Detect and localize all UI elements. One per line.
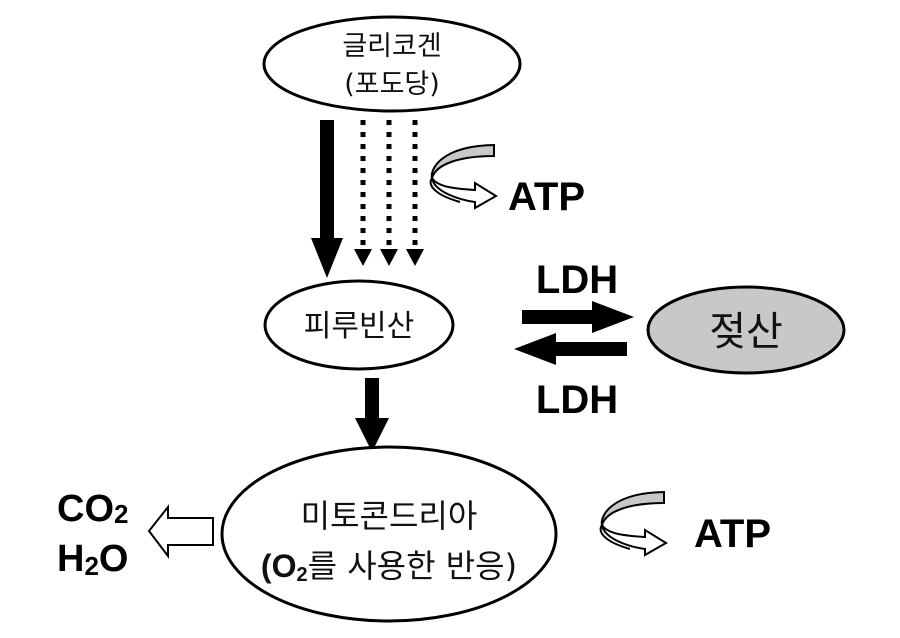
mitochondria-node: 미토콘드리아 (O2를 사용한 반응) [220, 445, 558, 623]
solid-arrow-glycogen-to-pyruvate [311, 120, 343, 278]
h2o-label: H2O [57, 538, 128, 581]
glycogen-node: 글리코겐 (포도당) [262, 15, 522, 113]
glucose-label: (포도당) [344, 69, 440, 100]
ldh-label-top: LDH [536, 258, 618, 302]
mitochondria-ellipse [220, 445, 558, 623]
h2o-h: H [57, 538, 84, 580]
hollow-arrow-to-products [147, 504, 214, 559]
mitochondria-label: 미토콘드리아 [301, 497, 478, 535]
pyruvate-ellipse [263, 279, 455, 371]
dotted-arrow-3 [406, 120, 424, 266]
curl-arrow-atp-bottom [599, 490, 668, 557]
co2-label: CO2 [57, 488, 128, 530]
arrow-pyruvate-to-lactate [522, 301, 634, 333]
glycogen-label: 글리코겐 [342, 31, 441, 62]
arrow-lactate-to-pyruvate [514, 333, 627, 365]
h2o-o: O [99, 538, 129, 580]
arrow-pyruvate-to-mitochondria [355, 378, 389, 452]
ldh-label-bottom: LDH [536, 378, 618, 422]
pyruvate-node: 피루빈산 [263, 279, 455, 371]
dotted-arrow-1 [354, 120, 372, 266]
pyruvate-label: 피루빈산 [304, 309, 414, 344]
aerobic-prefix: (O [261, 548, 297, 584]
atp-label-top: ATP [508, 175, 585, 219]
atp-label-bottom: ATP [694, 512, 771, 556]
lactate-label: 젖산 [709, 309, 783, 355]
h2o-subscript: 2 [84, 551, 98, 581]
dotted-arrows-glycolysis [354, 120, 424, 266]
aerobic-o2-subscript: 2 [296, 564, 307, 586]
aerobic-reaction-label: (O2를 사용한 반응) [261, 547, 517, 586]
lactate-node: 젖산 [646, 285, 846, 375]
co2-subscript: 2 [114, 499, 128, 529]
co2-main: CO [57, 488, 114, 530]
dotted-arrow-2 [380, 120, 398, 266]
glycogen-ellipse [262, 15, 522, 113]
aerobic-suffix: 를 사용한 반응) [308, 547, 517, 585]
lactate-ellipse [646, 285, 846, 375]
curl-arrow-atp-top [429, 143, 498, 210]
